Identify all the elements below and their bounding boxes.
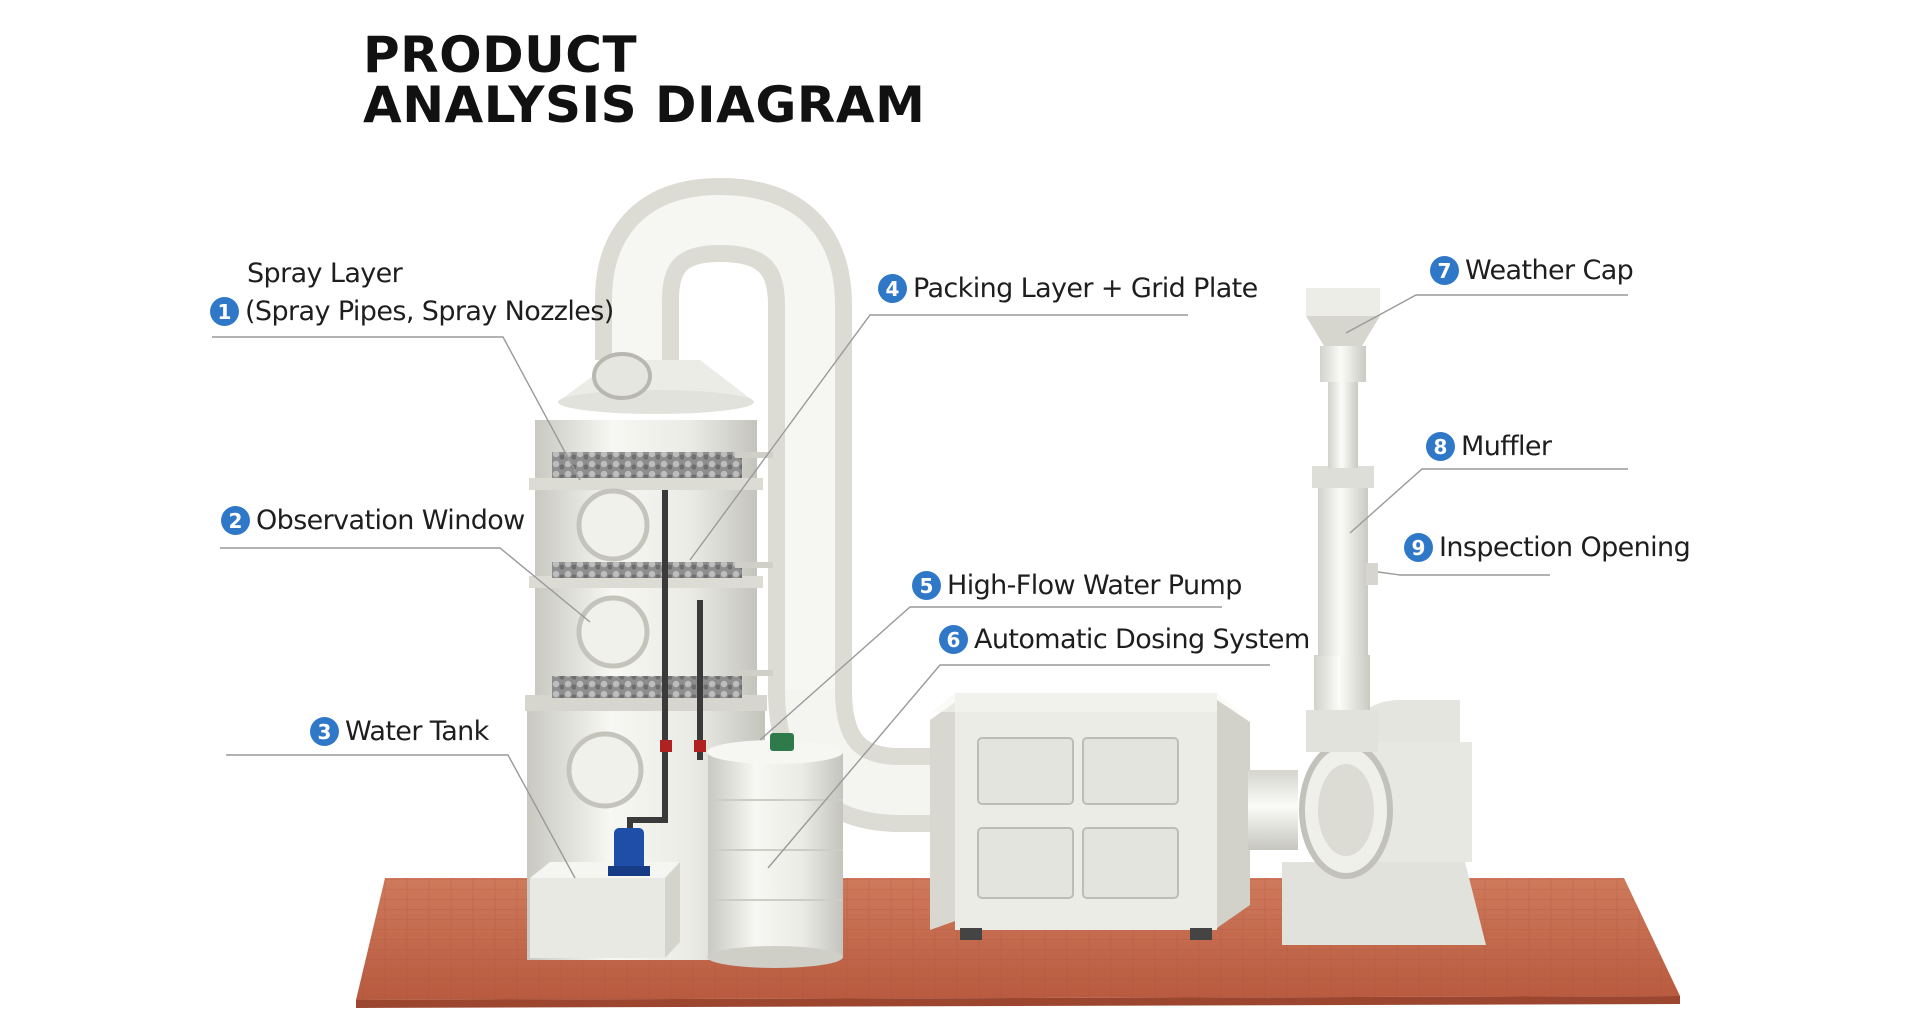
muffler <box>1312 466 1374 488</box>
leader-3 <box>226 754 576 879</box>
label-weather-cap-text: Weather Cap <box>1465 255 1634 286</box>
label-water-tank-text: Water Tank <box>345 716 489 747</box>
inspection-port <box>1366 563 1378 585</box>
label-water-tank: 3 Water Tank <box>310 716 489 747</box>
label-water-pump-text: High-Flow Water Pump <box>947 570 1242 601</box>
badge-8: 8 <box>1426 432 1455 461</box>
filter-box-side <box>930 700 958 930</box>
label-observation-window-text: Observation Window <box>256 505 525 536</box>
water-pump <box>614 828 644 874</box>
label-spray-layer-title: Spray Layer <box>247 258 403 289</box>
badge-4: 4 <box>878 274 907 303</box>
dosing-motor <box>770 733 794 751</box>
badge-7: 7 <box>1430 256 1459 285</box>
leader-1 <box>212 336 581 481</box>
top-manhole <box>592 352 652 400</box>
leader-7 <box>1345 294 1628 334</box>
label-inspection-opening: 9 Inspection Opening <box>1404 532 1691 563</box>
label-spray-layer: 1 (Spray Pipes, Spray Nozzles) <box>210 296 614 327</box>
title-line-2: ANALYSIS DIAGRAM <box>363 76 926 134</box>
water-tank <box>530 878 665 958</box>
label-dosing-system-text: Automatic Dosing System <box>974 624 1310 655</box>
stack-main <box>1318 486 1368 656</box>
stack-lower <box>1314 655 1370 713</box>
label-muffler-text: Muffler <box>1461 431 1552 462</box>
label-weather-cap: 7 Weather Cap <box>1430 255 1634 286</box>
badge-2: 2 <box>221 506 250 535</box>
label-muffler: 8 Muffler <box>1426 431 1552 462</box>
window-upper <box>576 488 650 562</box>
leader-9 <box>1377 571 1550 576</box>
label-observation-window: 2 Observation Window <box>221 505 525 536</box>
dosing-tank <box>708 752 843 957</box>
badge-5: 5 <box>912 571 941 600</box>
leader-8 <box>1349 468 1628 534</box>
leader-5 <box>759 606 1222 741</box>
badge-3: 3 <box>310 717 339 746</box>
badge-6: 6 <box>939 625 968 654</box>
label-water-pump: 5 High-Flow Water Pump <box>912 570 1242 601</box>
label-packing-layer-text: Packing Layer + Grid Plate <box>913 273 1258 304</box>
page-title: PRODUCT ANALYSIS DIAGRAM <box>363 30 925 130</box>
label-dosing-system: 6 Automatic Dosing System <box>939 624 1310 655</box>
label-packing-layer: 4 Packing Layer + Grid Plate <box>878 273 1258 304</box>
leader-4 <box>689 314 1188 561</box>
weather-cap <box>1306 288 1380 316</box>
label-spray-layer-text: (Spray Pipes, Spray Nozzles) <box>245 296 614 327</box>
fan-base <box>1282 862 1486 945</box>
badge-1: 1 <box>210 297 239 326</box>
label-inspection-opening-text: Inspection Opening <box>1439 532 1691 563</box>
leader-6 <box>767 664 1270 869</box>
leader-lines <box>212 294 1628 879</box>
leader-2 <box>220 547 591 623</box>
window-lower <box>566 731 644 809</box>
window-middle <box>576 595 650 669</box>
badge-9: 9 <box>1404 533 1433 562</box>
title-line-1: PRODUCT <box>363 26 638 84</box>
